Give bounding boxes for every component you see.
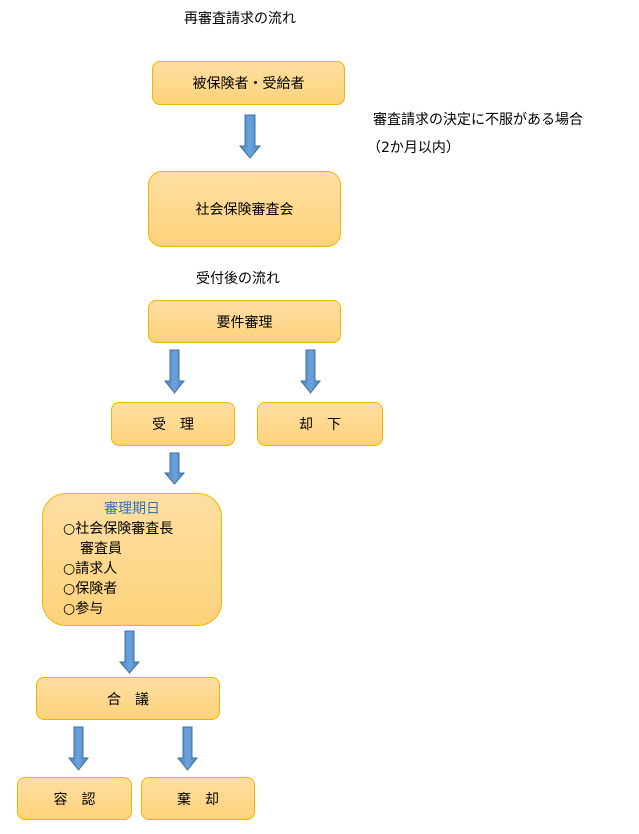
down-arrow-icon: [299, 349, 322, 394]
diagram-title: 再審査請求の流れ: [184, 11, 296, 27]
note-line2: （2か月以内）: [367, 140, 460, 156]
council-box: 合 議: [36, 677, 220, 720]
hearing-heading: 審理期日: [104, 501, 160, 517]
down-arrow-icon: [176, 726, 199, 771]
down-arrow-icon: [163, 349, 186, 394]
note-line1: 審査請求の決定に不服がある場合: [373, 112, 583, 128]
dismiss-box: 棄 却: [141, 777, 255, 820]
down-arrow-icon: [238, 114, 262, 159]
approve-box: 容 認: [17, 777, 132, 820]
hearing-item: ○社会保険審査長: [63, 521, 174, 537]
down-arrow-icon: [118, 630, 141, 674]
hearing-item: 審査員: [80, 541, 122, 557]
hearing-box: 審理期日 ○社会保険審査長 審査員 ○請求人 ○保険者 ○参与: [42, 493, 222, 626]
insured-box: 被保険者・受給者: [152, 61, 345, 105]
down-arrow-icon: [67, 726, 90, 771]
subtitle: 受付後の流れ: [196, 271, 280, 287]
hearing-item: ○参与: [63, 601, 104, 617]
down-arrow-icon: [163, 452, 186, 485]
accept-box: 受 理: [111, 402, 235, 446]
requirements-review-box: 要件審理: [148, 300, 341, 343]
review-board-box: 社会保険審査会: [148, 171, 341, 247]
reject-box: 却 下: [257, 402, 383, 446]
hearing-item: ○保険者: [63, 581, 118, 597]
hearing-item: ○請求人: [63, 561, 118, 577]
